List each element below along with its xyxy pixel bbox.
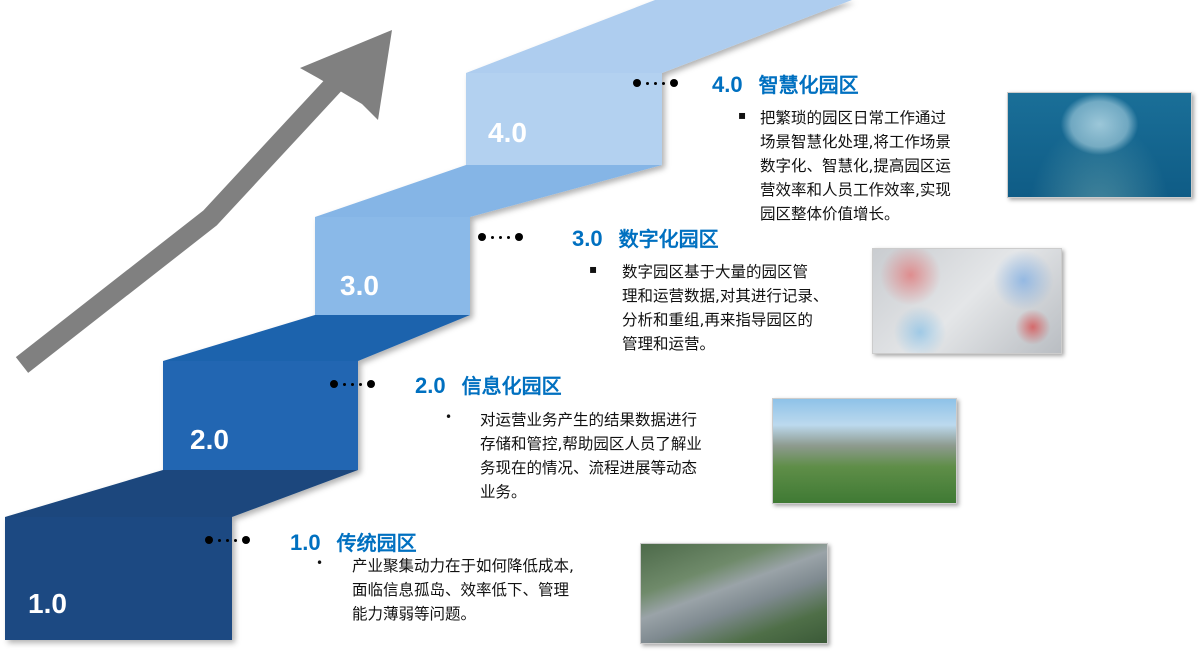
stage-1-version: 1.0 (290, 530, 321, 555)
step-3-front (315, 217, 470, 315)
description-line: 产业聚集动力在于如何降低成本, (352, 557, 574, 575)
description-line: 管理和运营。 (622, 335, 716, 353)
step-4-label: 4.0 (488, 117, 527, 148)
step-4-front (466, 73, 662, 165)
digital-park-image (872, 248, 1062, 354)
stage-2-description: 对运营业务产生的结果数据进行 存储和管控,帮助园区人员了解业 务现在的情况、流程… (480, 408, 702, 504)
stage-4-description: 把繁琐的园区日常工作通过 场景智慧化处理,将工作场景 数字化、智慧化,提高园区运… (760, 106, 951, 226)
stage-3-heading: 3.0 数字化园区 (572, 223, 719, 252)
connector-dots-2 (330, 380, 375, 388)
description-line: 理和运营数据,对其进行记录、 (622, 287, 829, 305)
description-line: 对运营业务产生的结果数据进行 (480, 411, 698, 429)
bullet-icon: • (445, 410, 453, 424)
stage-4-heading: 4.0 智慧化园区 (712, 69, 859, 98)
step-3-top (315, 165, 662, 217)
description-line: 务现在的情况、流程进展等动态 (480, 459, 698, 477)
description-line: 存储和管控,帮助园区人员了解业 (480, 435, 702, 453)
growth-arrow-icon (15, 30, 392, 373)
stage-3-description: 数字园区基于大量的园区管 理和运营数据,对其进行记录、 分析和重组,再来指导园区… (622, 260, 828, 356)
stage-3-version: 3.0 (572, 226, 603, 251)
bullet-icon: ▪ (589, 262, 598, 276)
stage-1-title: 传统园区 (336, 531, 417, 555)
stage-4-version: 4.0 (712, 72, 743, 97)
bullet-icon: • (316, 556, 324, 570)
description-line: 园区整体价值增长。 (760, 205, 900, 223)
description-line: 数字化、智慧化,提高园区运 (760, 157, 951, 175)
step-1-top (5, 470, 358, 517)
description-line: 业务。 (480, 483, 527, 501)
traditional-park-image (640, 543, 828, 644)
stage-3-title: 数字化园区 (618, 227, 719, 251)
information-park-image (772, 398, 957, 504)
bullet-icon: ▪ (738, 108, 747, 122)
stage-2-heading: 2.0 信息化园区 (415, 370, 562, 399)
description-line: 面临信息孤岛、效率低下、管理 (352, 581, 570, 599)
connector-dots-4 (633, 79, 678, 87)
connector-dots-3 (478, 233, 523, 241)
step-2-label: 2.0 (190, 424, 229, 455)
smart-park-cloud-image (1007, 92, 1192, 198)
stage-2-version: 2.0 (415, 373, 446, 398)
description-line: 分析和重组,再来指导园区的 (622, 311, 813, 329)
step-2-front (163, 361, 358, 470)
description-line: 把繁琐的园区日常工作通过 (760, 109, 947, 127)
step-3-label: 3.0 (340, 270, 379, 301)
step-1-label: 1.0 (28, 588, 67, 619)
connector-dots-1 (205, 536, 250, 544)
description-line: 营效率和人员工作效率,实现 (760, 181, 951, 199)
step-4-top (466, 0, 852, 73)
step-2-top (163, 315, 470, 361)
description-line: 场景智慧化处理,将工作场景 (760, 133, 951, 151)
step-1-front (5, 517, 232, 640)
stage-1-heading: 1.0 传统园区 (290, 527, 417, 556)
description-line: 能力薄弱等问题。 (352, 605, 477, 623)
description-line: 数字园区基于大量的园区管 (622, 263, 809, 281)
stage-4-title: 智慧化园区 (758, 73, 859, 97)
stage-1-description: 产业聚集动力在于如何降低成本, 面临信息孤岛、效率低下、管理 能力薄弱等问题。 (352, 554, 574, 626)
stage-2-title: 信息化园区 (461, 374, 562, 398)
